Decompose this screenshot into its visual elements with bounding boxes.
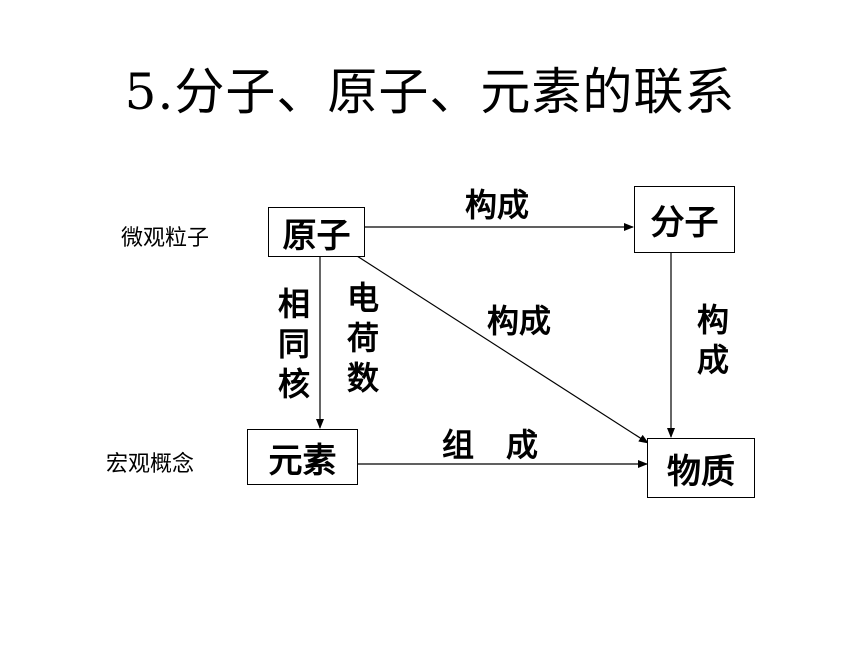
node-element: 元素 [247,429,358,485]
node-atom: 原子 [268,207,365,257]
arrow-atom-to-substance [356,255,649,444]
node-molecule: 分子 [634,186,735,253]
label-atom-to-substance: 构成 [487,302,552,340]
label-same-nuclear: 相同核 [277,285,310,403]
label-molecule-to-substance: 构成 [696,301,729,379]
macro-concept-label: 宏观概念 [106,452,195,477]
node-substance: 物质 [647,438,755,498]
micro-particles-label: 微观粒子 [121,226,210,251]
label-charge-number: 电荷数 [346,279,379,397]
label-atom-to-molecule: 构成 [465,186,530,224]
label-element-to-substance: 组 成 [442,426,539,464]
slide-title: 5.分子、原子、元素的联系 [124,63,736,121]
